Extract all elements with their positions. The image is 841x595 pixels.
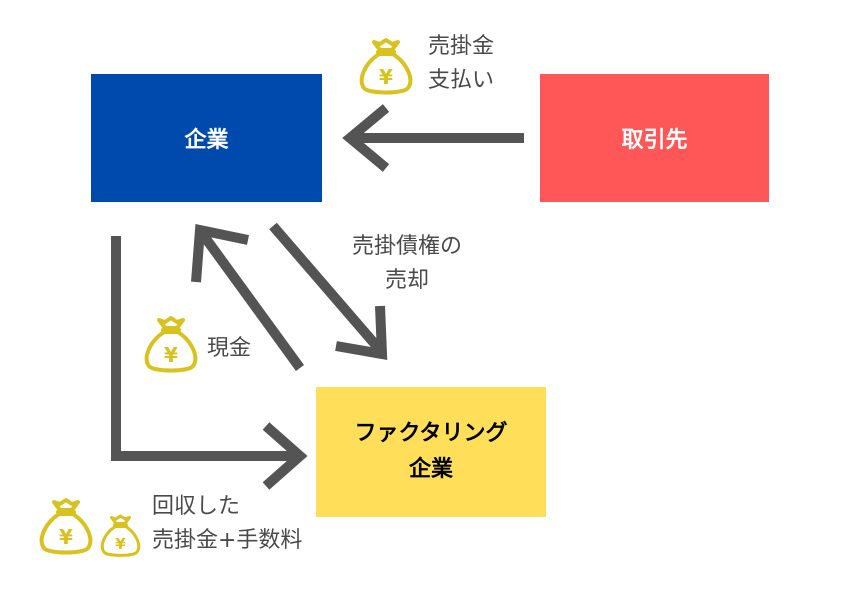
payment-label-line2: 支払い [428,68,495,93]
payment-arrow [342,104,524,172]
client-node: 取引先 [540,74,769,202]
sale-label: 売掛債権の 売却 [352,230,462,298]
collected-label: 回収した 売掛金+手数料 [152,490,302,558]
sale-label-line2: 売却 [385,268,430,293]
moneybag-yen-icon [39,498,93,555]
moneybag-yen-icon [100,514,141,557]
moneybag-yen-icon [144,316,198,373]
company-node: 企業 [91,74,322,202]
factoring-label-line1: ファクタリング [354,421,508,446]
client-label: 取引先 [621,128,688,153]
cash-label-text: 現金 [207,336,252,361]
moneybag-yen-icon [359,38,413,95]
payment-label-line1: 売掛金 [428,34,495,59]
sale-arrow [269,222,388,360]
sale-label-line1: 売掛債権の [352,234,463,259]
payment-label: 売掛金 支払い [428,30,494,98]
collected-label-line2: 売掛金+手数料 [152,528,303,553]
factoring-label-line2: 企業 [408,457,453,482]
factoring-company-node: ファクタリング 企業 [316,387,546,517]
company-label: 企業 [184,128,229,153]
collected-arrow [111,236,308,490]
cash-label: 現金 [207,332,251,366]
collected-label-line1: 回収した [152,494,241,519]
cash-arrow [191,223,305,371]
